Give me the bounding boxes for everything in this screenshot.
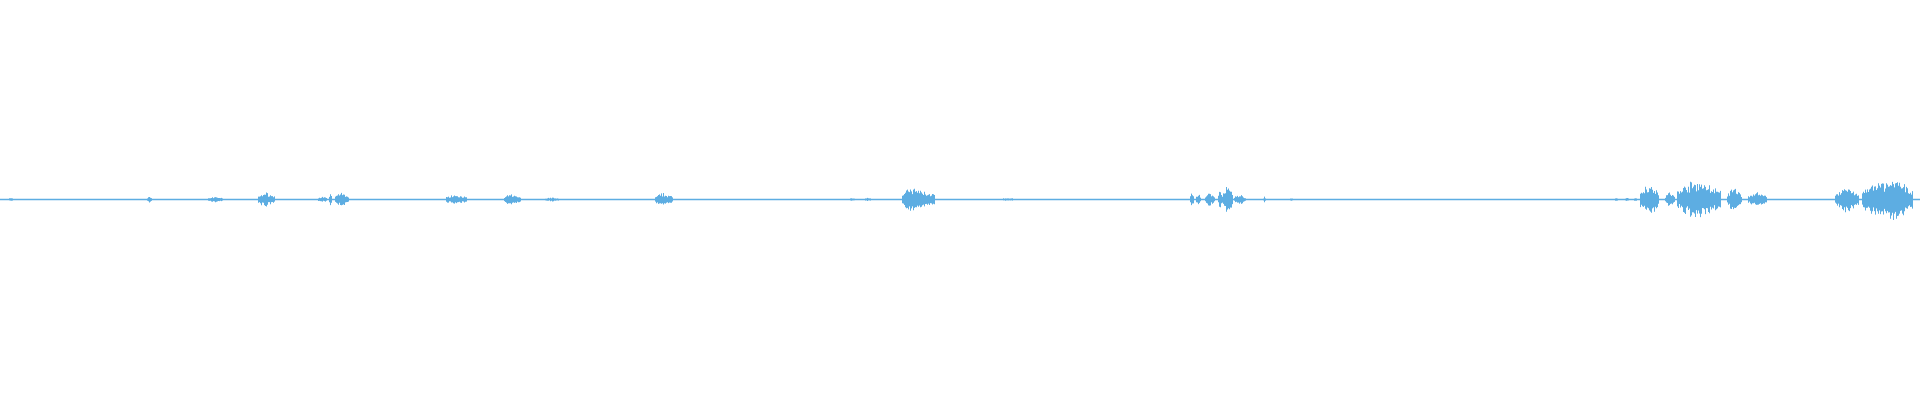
waveform-peaks bbox=[9, 181, 1913, 220]
